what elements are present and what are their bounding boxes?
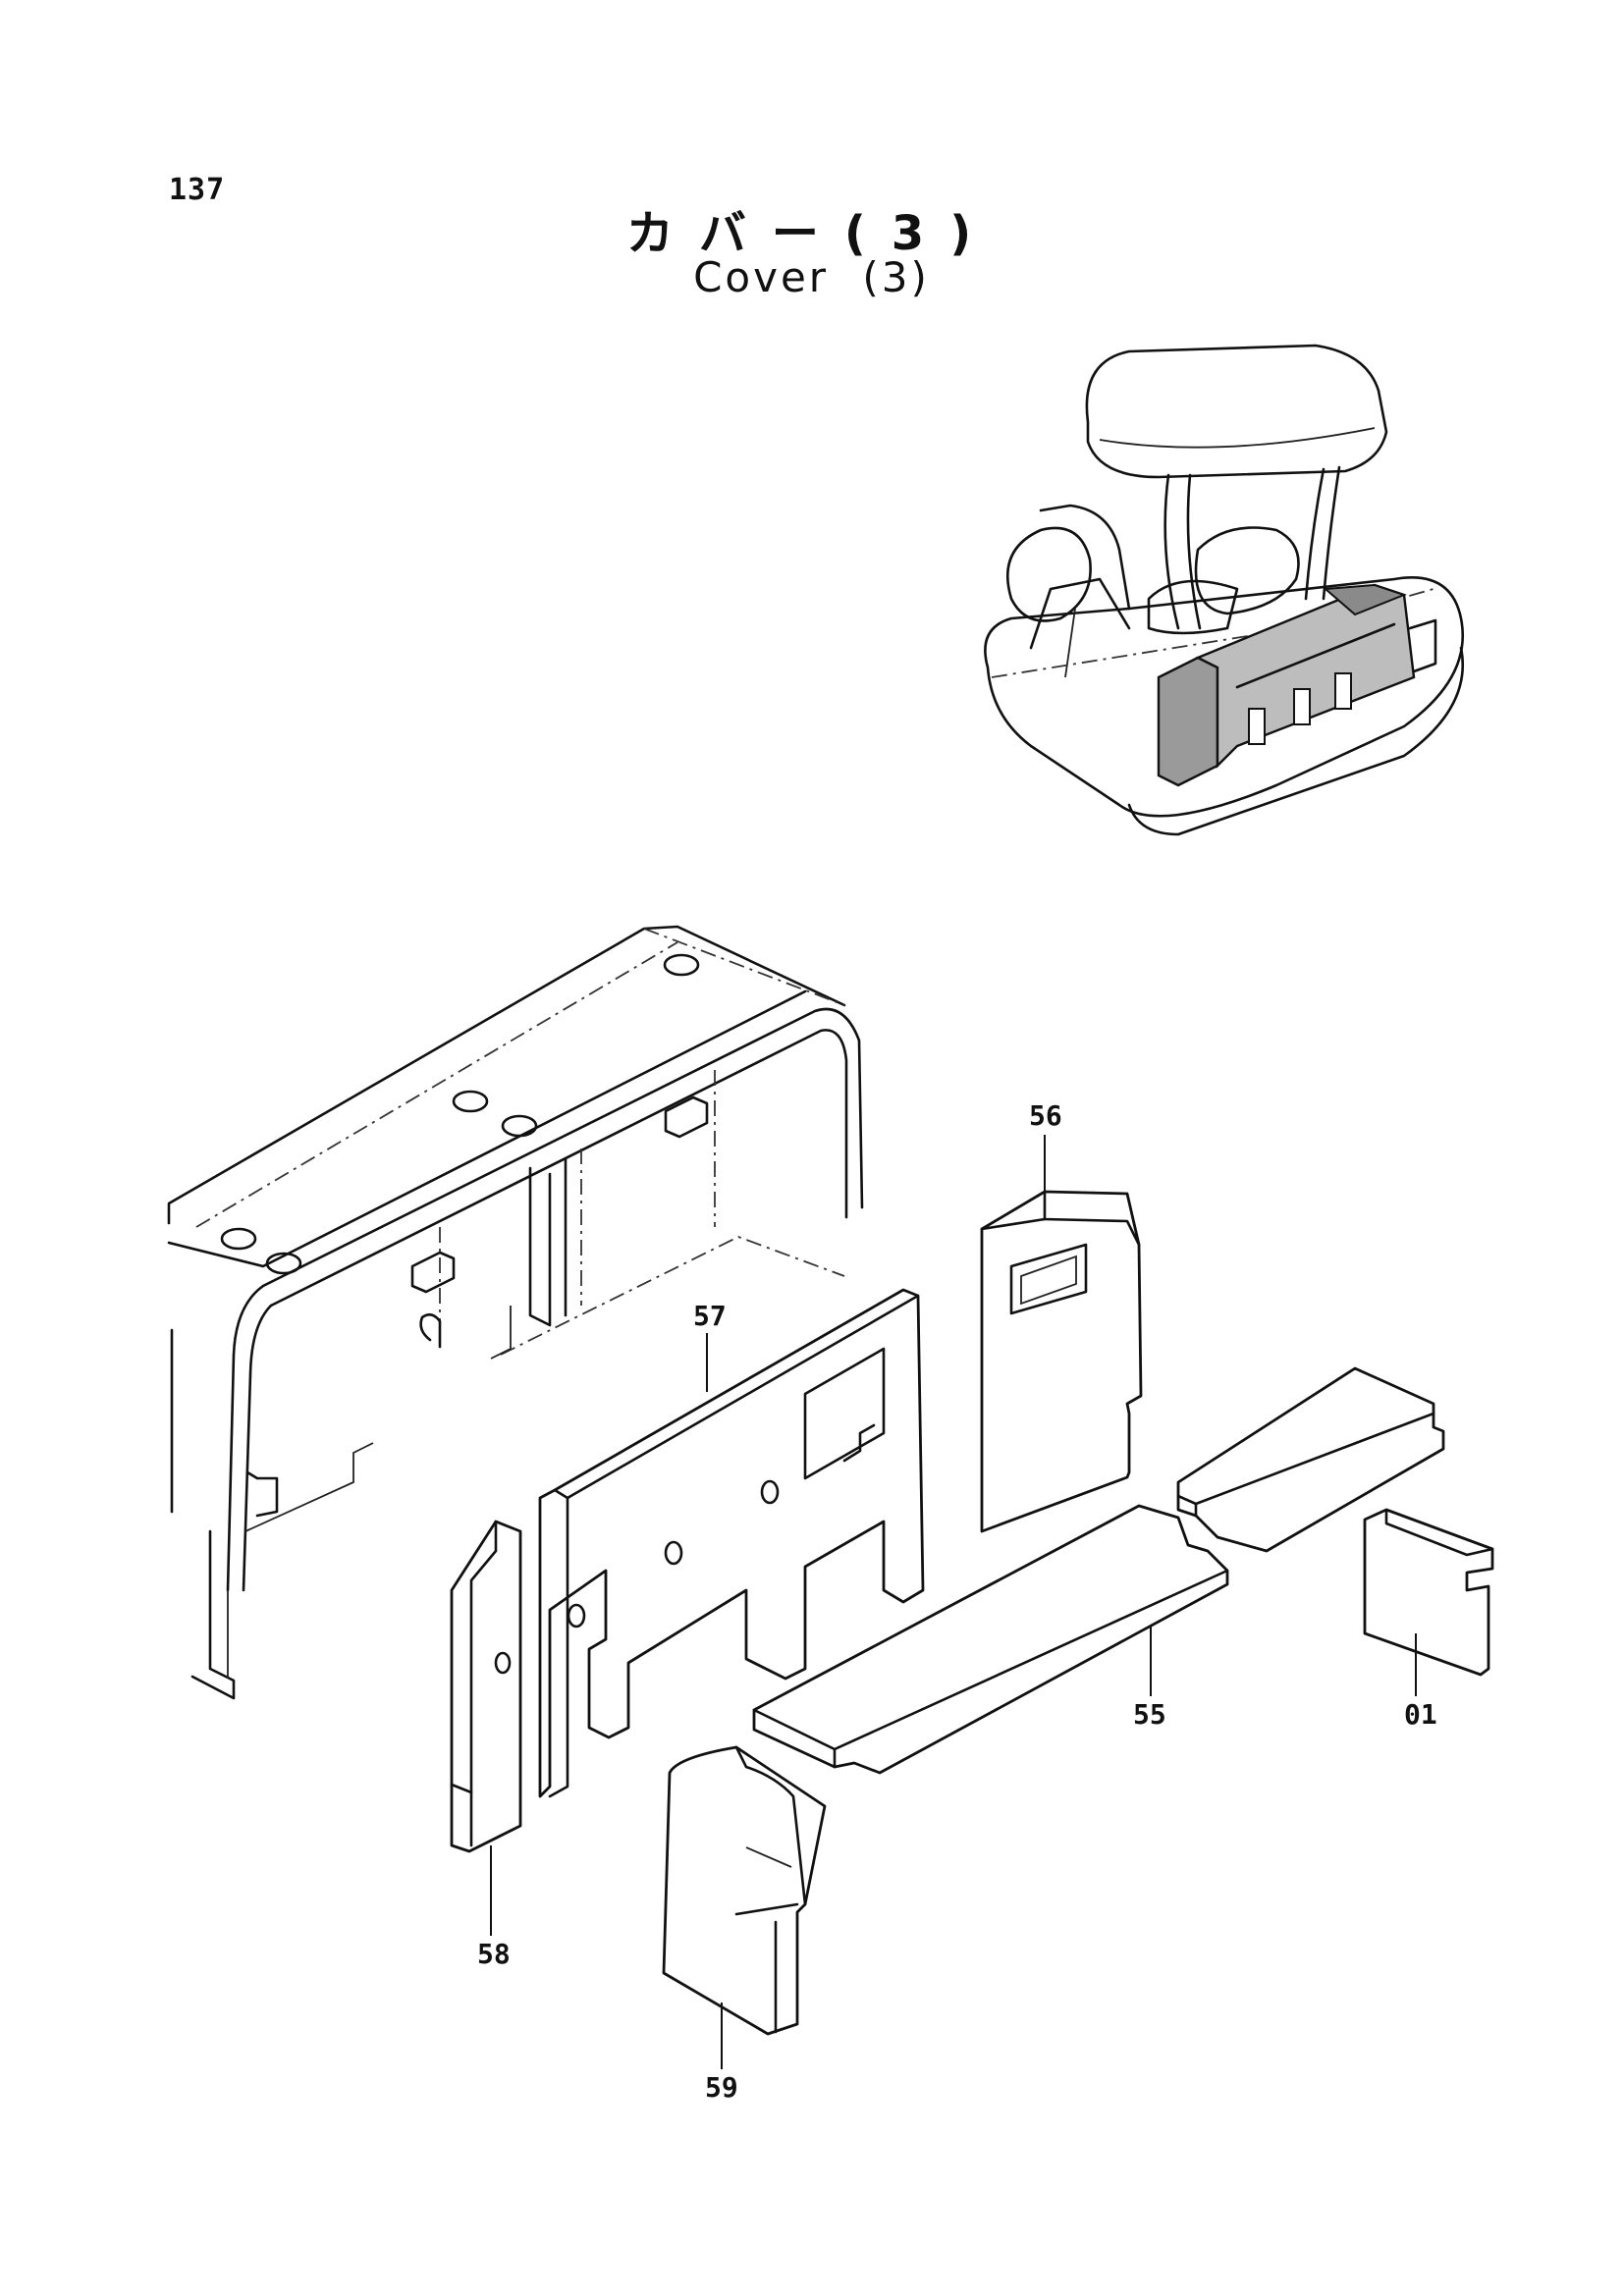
- callout-01: 01: [1404, 1633, 1437, 1731]
- svg-text:55: 55: [1133, 1698, 1166, 1731]
- part-58-strip: [450, 1520, 522, 1853]
- callout-56: 56: [1029, 1099, 1062, 1192]
- part-55-plate: [752, 1366, 1445, 1775]
- part-01-block: [1363, 1508, 1494, 1677]
- cab-frame-outline: [167, 925, 864, 1700]
- machine-locator-illustration: [984, 344, 1465, 836]
- page-number: 137: [169, 173, 226, 207]
- callout-55: 55: [1133, 1626, 1166, 1731]
- callout-59: 59: [705, 2002, 738, 2104]
- page-title-japanese: カバー(3): [625, 206, 998, 261]
- svg-text:01: 01: [1404, 1698, 1437, 1731]
- svg-text:58: 58: [477, 1938, 511, 1970]
- part-59-panel: [662, 1745, 827, 2036]
- callout-58: 58: [477, 1845, 511, 1970]
- page-title-english: Cover (3): [693, 253, 930, 301]
- part-57-panel: [538, 1288, 925, 1798]
- svg-text:56: 56: [1029, 1099, 1062, 1132]
- part-56-panel: [980, 1190, 1143, 1533]
- svg-text:57: 57: [693, 1300, 727, 1332]
- svg-text:59: 59: [705, 2071, 738, 2104]
- callout-57: 57: [693, 1300, 727, 1392]
